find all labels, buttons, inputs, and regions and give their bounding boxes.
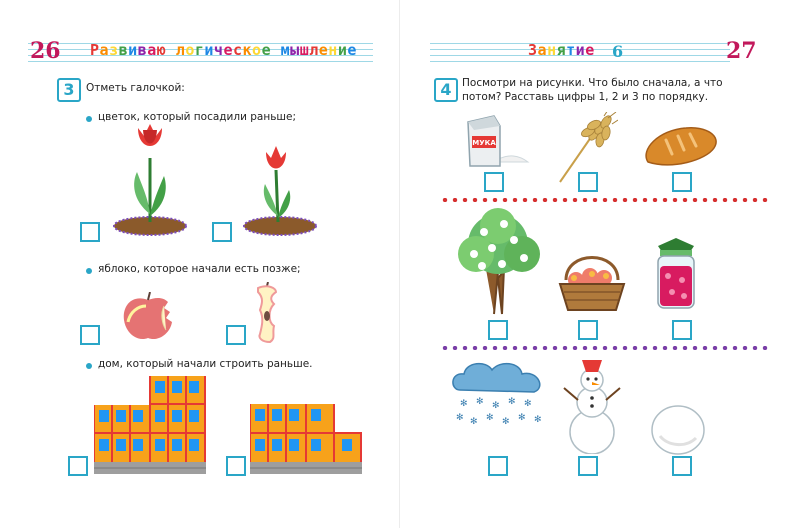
checkbox-snowman[interactable]: [578, 456, 598, 476]
header-rule-lines: [28, 40, 373, 62]
page-number-right: 27: [726, 38, 757, 64]
svg-text:✻: ✻: [534, 415, 542, 425]
checkbox-tree[interactable]: [488, 320, 508, 340]
snow-cloud-icon: ✻✻✻✻✻ ✻✻✻✻✻✻: [450, 360, 550, 430]
tulip-icon: [110, 118, 190, 240]
fruit-basket-icon: [556, 254, 628, 314]
svg-text:✻: ✻: [476, 397, 484, 407]
house-icon: [94, 376, 206, 474]
lesson-number: 6: [612, 42, 624, 61]
task-instruction-line2: потом? Расставь цифры 1, 2 и 3 по порядк…: [462, 91, 709, 103]
svg-text:✻: ✻: [460, 399, 468, 409]
checkbox-snowball[interactable]: [672, 456, 692, 476]
checkbox-house-1[interactable]: [68, 456, 88, 476]
task-number-badge: 4: [434, 78, 458, 102]
svg-text:✻: ✻: [508, 397, 516, 407]
item-text-house: дом, который начали строить раньше.: [98, 358, 313, 370]
wheat-icon: [556, 112, 618, 184]
checkbox-basket[interactable]: [578, 320, 598, 340]
checkbox-apple-2[interactable]: [226, 325, 246, 345]
svg-text:✻: ✻: [524, 399, 532, 409]
flour-label: МУКА: [472, 139, 496, 147]
task-instruction-line1: Посмотри на рисунки. Что было сначала, а…: [462, 77, 723, 89]
svg-text:✻: ✻: [492, 401, 500, 411]
checkbox-bread[interactable]: [672, 172, 692, 192]
bread-icon: [642, 124, 720, 172]
separator-dots: [440, 346, 768, 350]
snowball-icon: [650, 402, 706, 456]
checkbox-flower-2[interactable]: [212, 222, 232, 242]
separator-dots: [440, 198, 768, 202]
tree-icon: [454, 208, 544, 316]
right-page: Занятие 6 27 4 Посмотри на рисунки. Что …: [400, 0, 800, 528]
house-icon: [250, 404, 362, 474]
tulip-icon: [240, 140, 320, 240]
left-page: 26 Развиваю логическое мышление 3 Отметь…: [28, 38, 373, 476]
checkbox-cloud[interactable]: [488, 456, 508, 476]
page-number-left: 26: [30, 38, 61, 64]
lesson-label: Занятие: [528, 41, 595, 59]
svg-text:✻: ✻: [470, 417, 478, 427]
apple-core-icon: [252, 282, 282, 344]
bullet-dot: [86, 363, 92, 369]
bullet-dot: [86, 268, 92, 274]
item-text-flower: цветок, который посадили раньше;: [98, 111, 296, 123]
svg-text:✻: ✻: [518, 413, 526, 423]
svg-text:✻: ✻: [486, 413, 494, 423]
jam-jar-icon: [654, 236, 698, 310]
task-number-badge: 3: [57, 78, 81, 102]
checkbox-flour[interactable]: [484, 172, 504, 192]
snowman-icon: [560, 358, 624, 454]
checkbox-apple-1[interactable]: [80, 325, 100, 345]
checkbox-wheat[interactable]: [578, 172, 598, 192]
svg-text:✻: ✻: [502, 417, 510, 427]
item-text-apple: яблоко, которое начали есть позже;: [98, 263, 301, 275]
header-title-left: Развиваю логическое мышление: [90, 41, 357, 59]
bullet-dot: [86, 116, 92, 122]
page-spine: [399, 0, 400, 528]
checkbox-house-2[interactable]: [226, 456, 246, 476]
checkbox-jar[interactable]: [672, 320, 692, 340]
task-instruction: Отметь галочкой:: [86, 82, 185, 94]
checkbox-flower-1[interactable]: [80, 222, 100, 242]
header-rule-lines: [430, 40, 730, 62]
svg-text:✻: ✻: [456, 413, 464, 423]
flour-bag-icon: МУКА: [464, 112, 530, 168]
apple-icon: [118, 292, 178, 342]
